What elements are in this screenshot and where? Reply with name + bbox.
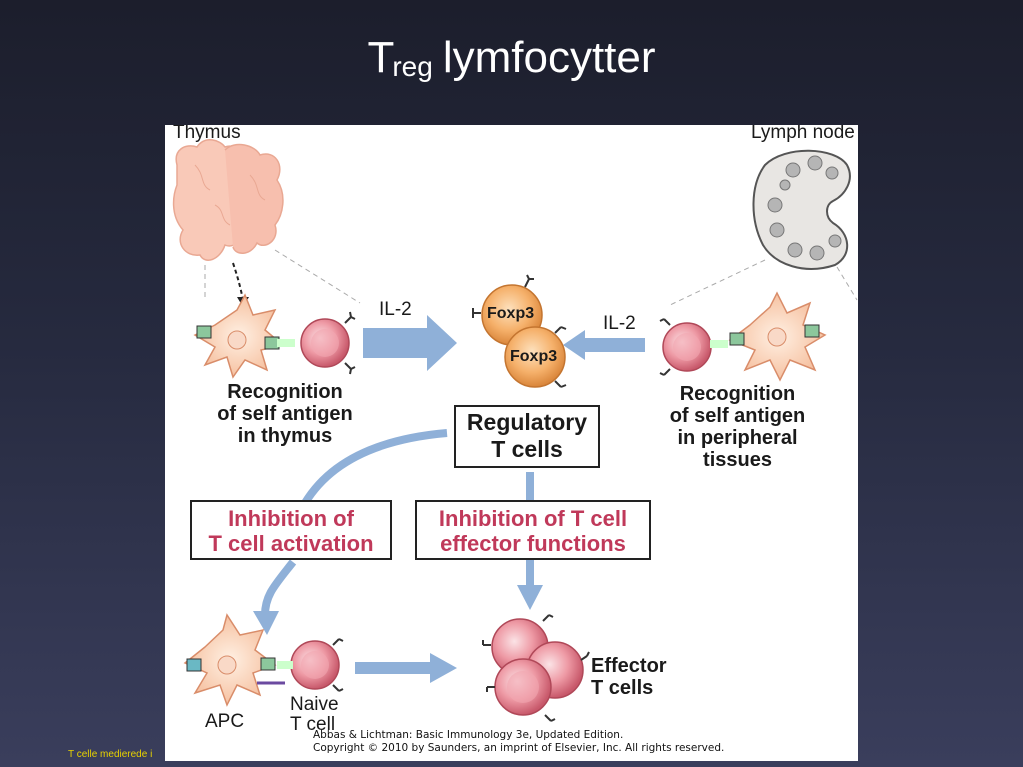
diagram-graphics xyxy=(172,139,858,722)
thymus-apc-cell xyxy=(193,293,285,379)
regulatory-t-cells-box: Regulatory T cells xyxy=(454,405,600,468)
flow-arrow-to-apc xyxy=(253,611,279,635)
thymus-organ xyxy=(172,139,284,261)
il2-arrow-right xyxy=(563,330,645,360)
slide-title: Treg lymfocytter xyxy=(0,28,1023,93)
il2-right-label: IL-2 xyxy=(603,313,636,334)
flow-arrow-to-inhibition-activation xyxy=(301,429,448,506)
effector-t-cells-label: Effector T cells xyxy=(591,655,667,699)
diagram-panel: Thymus Lymph node IL-2 IL-2 Foxp3 Foxp3 … xyxy=(165,125,858,761)
recognition-peripheral-text: Recognition of self antigen in periphera… xyxy=(669,383,806,471)
copyright-notice: Abbas & Lichtman: Basic Immunology 3e, U… xyxy=(313,729,725,754)
bottom-apc-cell xyxy=(183,613,285,707)
foxp3-bottom-label: Foxp3 xyxy=(510,348,558,365)
lymph-node-organ xyxy=(752,149,851,270)
thymus-label: Thymus xyxy=(173,125,241,143)
effector-t-cells xyxy=(482,614,590,722)
il2-left-label: IL-2 xyxy=(379,299,412,320)
title-main: T xyxy=(367,33,395,82)
lymph-node-label: Lymph node xyxy=(751,125,855,143)
recognition-thymus-text: Recognition of self antigen in thymus xyxy=(217,381,353,447)
slide-footer: T celle medierede i xyxy=(68,749,153,760)
apc-label: APC xyxy=(205,711,245,732)
title-rest: lymfocytter xyxy=(442,33,656,82)
naive-t-cell xyxy=(277,638,344,692)
flow-arrow-to-effector xyxy=(517,585,543,610)
peripheral-apc-cell xyxy=(728,291,827,382)
treg-cell-bottom xyxy=(504,326,567,388)
inhibition-effector-box: Inhibition of T cell effector functions xyxy=(415,500,651,560)
foxp3-top-label: Foxp3 xyxy=(487,305,535,322)
inhibition-activation-box: Inhibition of T cell activation xyxy=(190,500,392,560)
il2-arrow-left xyxy=(363,315,457,371)
title-subscript: reg xyxy=(392,51,433,82)
thymus-t-cell xyxy=(277,311,356,375)
naive-t-cell-label: Naive T cell xyxy=(290,694,339,735)
peripheral-t-cell xyxy=(659,318,728,376)
flow-arrow-naive-to-effector xyxy=(355,653,457,683)
